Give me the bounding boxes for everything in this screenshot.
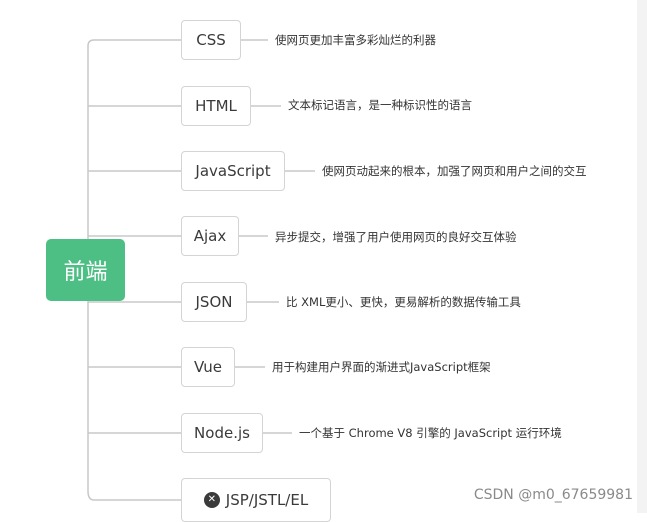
node-javascript[interactable]: JavaScript [181,151,285,191]
desc-ajax: 异步提交，增强了用户使用网页的良好交互体验 [275,230,517,244]
desc-javascript: 使网页动起来的根本，加强了网页和用户之间的交互 [322,164,587,178]
desc-html: 文本标记语言，是一种标识性的语言 [288,98,472,112]
desc-nodejs: 一个基于 Chrome V8 引擎的 JavaScript 运行环境 [299,426,562,440]
node-json[interactable]: JSON [181,282,247,322]
node-jsp-jstl-el[interactable]: ✕ JSP/JSTL/EL [181,478,331,522]
watermark: CSDN @m0_67659981 [473,487,633,503]
node-ajax[interactable]: Ajax [181,216,239,256]
node-html[interactable]: HTML [181,86,251,126]
desc-vue: 用于构建用户界面的渐进式JavaScript框架 [272,360,491,374]
right-edge-shade [637,0,647,513]
root-node[interactable]: 前端 [46,239,125,301]
desc-json: 比 XML更小、更快，更易解析的数据传输工具 [286,295,521,309]
branch-line-0 [87,39,181,47]
node-css[interactable]: CSS [181,20,241,60]
desc-css: 使网页更加丰富多彩灿烂的利器 [275,33,436,47]
close-circle-icon[interactable]: ✕ [203,492,220,508]
node-vue[interactable]: Vue [181,347,235,387]
node-jsp-jstl-el-label: JSP/JSTL/EL [225,491,309,509]
branch-line-7 [87,490,181,501]
node-nodejs[interactable]: Node.js [181,413,263,453]
